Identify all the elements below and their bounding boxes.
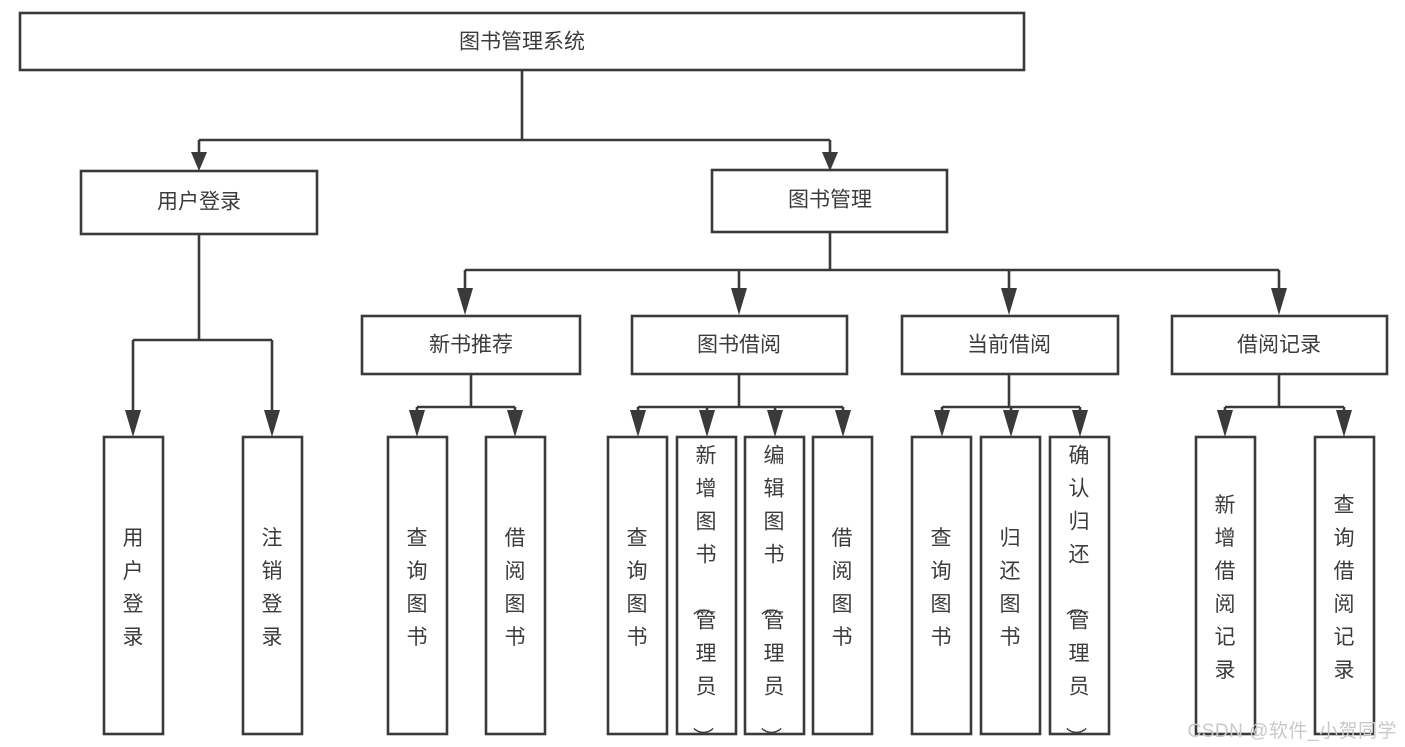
node-leaf-query-book-3-label: 查询图书 — [931, 527, 952, 649]
arrow-icon-leaf-add-record — [1217, 410, 1233, 437]
node-leaf-borrow-book-2-box[interactable] — [811, 435, 874, 736]
node-current-label: 当前借阅 — [967, 334, 1051, 357]
node-bookmgmt[interactable]: 图书管理 — [710, 168, 949, 234]
node-bookmgmt-box[interactable] — [710, 168, 949, 234]
node-leaf-query-record-box[interactable] — [1313, 435, 1376, 736]
node-leaf-borrow-book-1-box[interactable] — [484, 435, 547, 736]
node-leaf-query-book-2[interactable]: 查询图书 — [606, 435, 669, 736]
node-leaf-confirm-return-box[interactable] — [1048, 435, 1111, 736]
node-leaf-query-book-3-box[interactable] — [910, 435, 973, 736]
arrow-icon-leaf-return-book — [1003, 410, 1019, 437]
node-leaf-add-book-box[interactable] — [675, 435, 738, 736]
node-login[interactable]: 用户登录 — [79, 169, 319, 236]
connector-layer — [125, 70, 1352, 437]
node-bookmgmt-label: 图书管理 — [788, 189, 872, 212]
watermark: CSDN @软件_小贺同学 — [1187, 721, 1397, 742]
arrow-icon-to-login — [191, 152, 207, 171]
node-leaf-add-record-box[interactable] — [1194, 435, 1257, 736]
node-records-box[interactable] — [1170, 314, 1389, 376]
node-leaf-query-book-2-label: 查询图书 — [627, 527, 648, 649]
arrow-icon-leaf-borrow-book-1 — [507, 410, 523, 437]
node-leaf-user-logout[interactable]: 注销登录 — [241, 435, 304, 736]
arrow-icon-leaf-edit-book — [767, 410, 783, 437]
arrow-icon-current — [1001, 288, 1017, 315]
node-leaf-query-record[interactable]: 查询借阅记录 — [1313, 435, 1376, 736]
node-current[interactable]: 当前借阅 — [900, 314, 1120, 376]
node-leaf-edit-book-box[interactable] — [743, 435, 806, 736]
node-borrow-label: 图书借阅 — [697, 334, 781, 357]
arrow-icon-leaf-query-book-2 — [630, 410, 646, 437]
node-newbook-label: 新书推荐 — [429, 334, 513, 357]
node-borrow-box[interactable] — [630, 314, 849, 376]
node-leaf-query-record-label: 查询借阅记录 — [1334, 494, 1355, 682]
node-leaf-borrow-book-2[interactable]: 借阅图书 — [811, 435, 874, 736]
node-leaf-user-login-label: 用户登录 — [123, 527, 144, 649]
node-leaf-add-book[interactable]: 新增图书（管理员） — [675, 435, 738, 747]
node-records[interactable]: 借阅记录 — [1170, 314, 1389, 376]
node-leaf-query-book-3[interactable]: 查询图书 — [910, 435, 973, 736]
node-leaf-user-login[interactable]: 用户登录 — [102, 435, 165, 736]
arrow-icon-leaf-add-book — [699, 410, 715, 437]
arrow-icon-leaf-user-logout — [264, 410, 280, 437]
node-leaf-add-record-label: 新增借阅记录 — [1215, 494, 1236, 682]
node-leaf-query-book-1-box[interactable] — [386, 435, 449, 736]
node-login-box[interactable] — [79, 169, 319, 236]
node-leaf-user-logout-label: 注销登录 — [262, 527, 283, 649]
node-root-box[interactable] — [18, 11, 1026, 72]
node-leaf-borrow-book-1[interactable]: 借阅图书 — [484, 435, 547, 736]
arrow-icon-leaf-confirm-return — [1072, 410, 1088, 437]
node-current-box[interactable] — [900, 314, 1120, 376]
node-leaf-borrow-book-2-label: 借阅图书 — [832, 527, 853, 649]
node-root-label: 图书管理系统 — [459, 31, 585, 54]
node-borrow[interactable]: 图书借阅 — [630, 314, 849, 376]
arrow-icon-to-bookmgmt — [822, 152, 838, 171]
node-leaf-confirm-return[interactable]: 确认归还（管理员） — [1048, 435, 1111, 747]
node-leaf-query-book-1-label: 查询图书 — [407, 527, 428, 649]
arrow-icon-leaf-query-record — [1336, 410, 1352, 437]
node-leaf-edit-book-label: 编辑图书（管理员） — [759, 445, 785, 747]
arrow-icon-leaf-query-book-1 — [409, 410, 425, 437]
arrow-icon-leaf-borrow-book-2 — [835, 410, 851, 437]
node-leaf-borrow-book-1-label: 借阅图书 — [505, 527, 526, 649]
node-leaf-confirm-return-label: 确认归还（管理员） — [1064, 445, 1090, 747]
node-leaf-return-book-label: 归还图书 — [1000, 527, 1021, 649]
node-records-label: 借阅记录 — [1237, 334, 1321, 357]
arrow-icon-records — [1271, 288, 1287, 315]
arrow-icon-leaf-query-book-3 — [934, 410, 950, 437]
arrow-icon-newbook — [457, 288, 473, 315]
node-newbook-box[interactable] — [360, 314, 582, 376]
node-leaf-return-book[interactable]: 归还图书 — [979, 435, 1042, 736]
node-leaf-query-book-2-box[interactable] — [606, 435, 669, 736]
arrow-icon-borrow — [731, 288, 747, 315]
node-leaf-add-record[interactable]: 新增借阅记录 — [1194, 435, 1257, 736]
node-leaf-return-book-box[interactable] — [979, 435, 1042, 736]
arrow-icon-leaf-user-login — [125, 410, 141, 437]
node-leaf-user-login-box[interactable] — [102, 435, 165, 736]
node-root[interactable]: 图书管理系统 — [18, 11, 1026, 72]
node-newbook[interactable]: 新书推荐 — [360, 314, 582, 376]
node-login-label: 用户登录 — [157, 191, 241, 214]
node-leaf-edit-book[interactable]: 编辑图书（管理员） — [743, 435, 806, 747]
node-leaf-add-book-label: 新增图书（管理员） — [691, 445, 717, 747]
node-leaf-user-logout-box[interactable] — [241, 435, 304, 736]
node-leaf-query-book-1[interactable]: 查询图书 — [386, 435, 449, 736]
